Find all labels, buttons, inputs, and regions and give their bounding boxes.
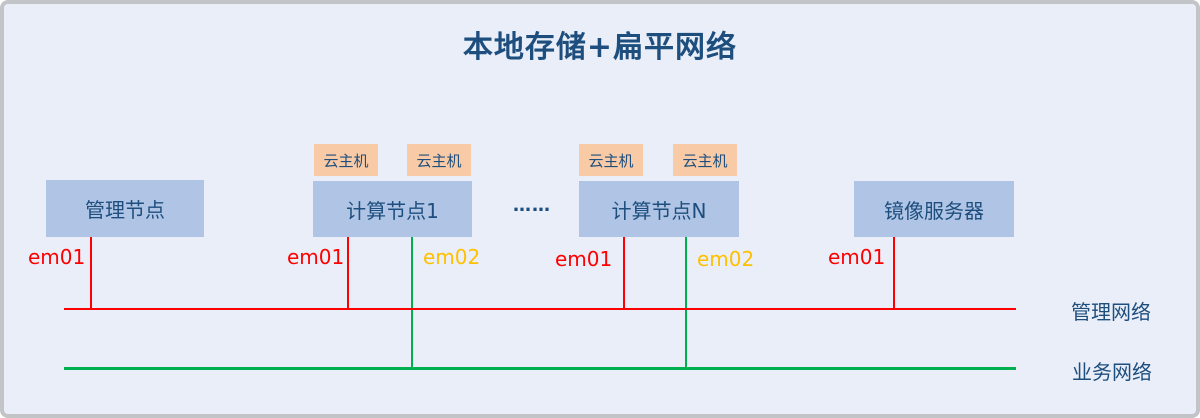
business-network-line (64, 367, 1016, 370)
node-label: 管理节点 (85, 198, 165, 222)
node-label: 计算节点1 (346, 198, 439, 223)
vm-label: 云主机 (682, 151, 728, 170)
vm-box: 云主机 (407, 144, 471, 176)
nic-line-em01-management-node (90, 237, 92, 310)
management-network-label: 管理网络 (1071, 300, 1151, 324)
nic-line-em01-compute-n (623, 237, 625, 310)
port-label-em02: em02 (697, 247, 755, 271)
port-label-em01: em01 (555, 247, 613, 271)
vm-box: 云主机 (314, 144, 378, 176)
node-compute-1: 计算节点1 (313, 181, 472, 237)
nodes-ellipsis: …… (513, 195, 551, 216)
port-label-em01: em01 (287, 245, 345, 269)
management-network-line (64, 308, 1016, 310)
node-label: 计算节点N (611, 198, 707, 223)
vm-box: 云主机 (673, 144, 737, 176)
node-image-server: 镜像服务器 (854, 181, 1014, 237)
port-label-em02: em02 (423, 245, 481, 269)
vm-label: 云主机 (416, 151, 462, 170)
node-label: 镜像服务器 (884, 198, 984, 223)
nic-line-em01-compute-1 (347, 237, 349, 310)
vm-label: 云主机 (323, 151, 369, 170)
port-label-em01: em01 (28, 245, 86, 269)
business-network-label: 业务网络 (1072, 360, 1152, 384)
port-label-em01: em01 (828, 245, 886, 269)
nic-line-em02-compute-1 (411, 237, 413, 370)
diagram-title: 本地存储+扁平网络 (462, 30, 738, 65)
nic-line-em02-compute-n (685, 237, 687, 370)
nic-line-em01-image-server (893, 237, 895, 310)
node-management: 管理节点 (46, 180, 204, 237)
vm-box: 云主机 (579, 144, 643, 176)
vm-label: 云主机 (588, 151, 634, 170)
node-compute-n: 计算节点N (579, 181, 739, 237)
